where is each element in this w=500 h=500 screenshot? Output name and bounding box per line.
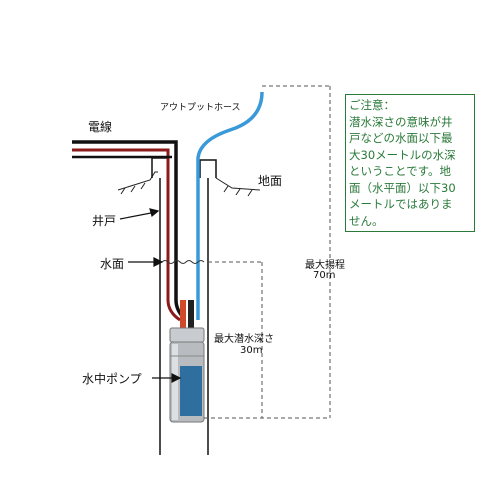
arrow-pump xyxy=(152,373,182,383)
notice-line: 潜水深さの意味が井 xyxy=(349,114,453,129)
water-surface-line xyxy=(161,260,205,264)
arrow-water-surface xyxy=(128,257,164,267)
outlet-hose-label: アウトプットホース xyxy=(160,103,241,113)
notice-line: ということです。地 xyxy=(349,164,452,178)
notice-line: せん。 xyxy=(349,213,384,228)
ground-block-right xyxy=(199,159,217,178)
notice-line: 大30メートルの水深 xyxy=(349,147,456,162)
max-depth-indicator xyxy=(208,261,263,418)
notice-line: 面（水平面）以下30 xyxy=(349,180,456,195)
water-surface-label: 水面 xyxy=(100,257,125,271)
outlet-hose xyxy=(196,91,264,320)
ground-right xyxy=(215,177,261,197)
ground-block-left xyxy=(151,157,169,178)
notice-line: ご注意： xyxy=(349,98,395,112)
max-depth-label: 最大潜水深さ xyxy=(214,334,274,345)
ground-label: 地面 xyxy=(258,174,283,188)
max-head-indicator xyxy=(204,85,331,419)
wire-red xyxy=(72,148,181,322)
notice-line: 戸などの水面以下最 xyxy=(349,131,453,145)
wire-label: 電線 xyxy=(88,120,113,134)
notice-line: メートルではありま xyxy=(349,197,453,211)
pump-label: 水中ポンプ xyxy=(82,372,142,386)
well-label: 井戸 xyxy=(92,214,117,228)
max-head-label: 最大揚程 xyxy=(305,260,345,271)
arrow-well xyxy=(119,208,160,220)
submersible-pump xyxy=(169,300,205,423)
notice-box: ご注意： 潜水深さの意味が井 戸などの水面以下最 大30メートルの水深 というこ… xyxy=(345,94,475,232)
max-depth-value: 30m xyxy=(240,345,263,356)
max-head-value: 70m xyxy=(313,270,336,281)
